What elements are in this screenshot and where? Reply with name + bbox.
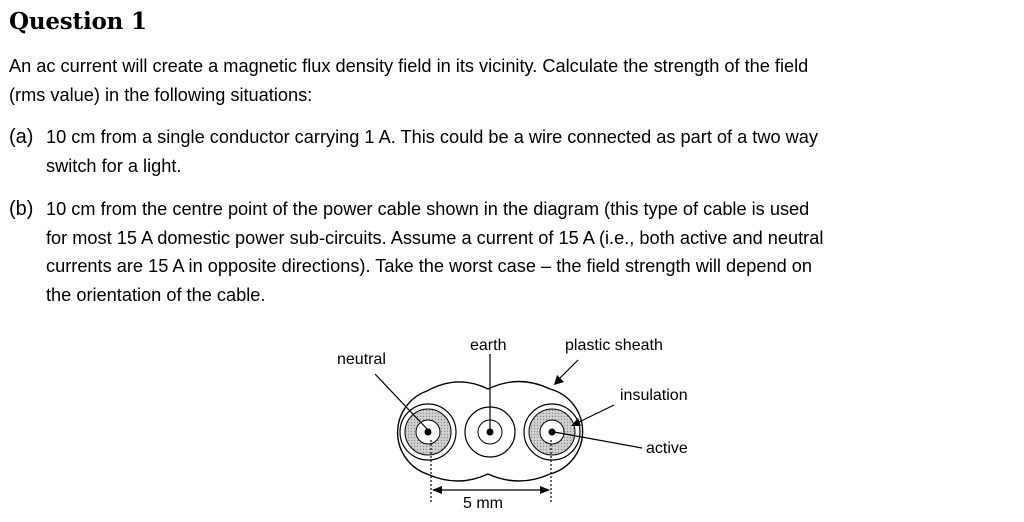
- part-a-line-1: 10 cm from a single conductor carrying 1…: [46, 127, 819, 147]
- intro-line-2: (rms value) in the following situations:: [9, 85, 313, 105]
- part-b-line-4: the orientation of the cable.: [46, 284, 266, 305]
- part-b-line-3: currents are 15 A in opposite directions…: [46, 256, 813, 276]
- part-b-marker: (b): [9, 198, 34, 220]
- part-a-line-2: switch for a light.: [46, 155, 182, 176]
- active-label: active: [646, 440, 688, 457]
- part-b-text: 10 cm from the centre point of the power…: [46, 195, 986, 309]
- question-title: Question 1: [9, 8, 147, 35]
- insulation-leader-line: [576, 404, 615, 424]
- neutral-conductor: [399, 403, 457, 461]
- dimension-arrowhead-right: [540, 486, 550, 494]
- part-a-text: 10 cm from a single conductor carrying 1…: [46, 123, 986, 180]
- cable-cross-section-diagram: neutral earth plastic sheath insulation …: [337, 337, 688, 512]
- plastic-sheath-arrowhead: [554, 375, 564, 385]
- part-b-line-1: 10 cm from the centre point of the power…: [46, 199, 810, 219]
- part-a-marker: (a): [9, 126, 34, 148]
- intro-line-1: An ac current will create a magnetic flu…: [9, 56, 809, 76]
- neutral-label: neutral: [337, 351, 386, 368]
- active-leader-line: [553, 431, 643, 449]
- part-b-line-2: for most 15 A domestic power sub-circuit…: [46, 227, 824, 248]
- question-intro: An ac current will create a magnetic flu…: [9, 52, 1009, 110]
- earth-label: earth: [470, 337, 506, 354]
- neutral-leader-line: [374, 373, 429, 431]
- dimension-arrowhead-left: [432, 486, 442, 494]
- plastic-sheath-label: plastic sheath: [565, 337, 663, 354]
- plastic-sheath-leader-line: [557, 359, 579, 381]
- active-conductor: [523, 403, 581, 461]
- insulation-label: insulation: [620, 387, 688, 404]
- dimension-label: 5 mm: [463, 495, 503, 512]
- earth-conductor: [464, 406, 516, 458]
- insulation-arrowhead: [571, 418, 581, 426]
